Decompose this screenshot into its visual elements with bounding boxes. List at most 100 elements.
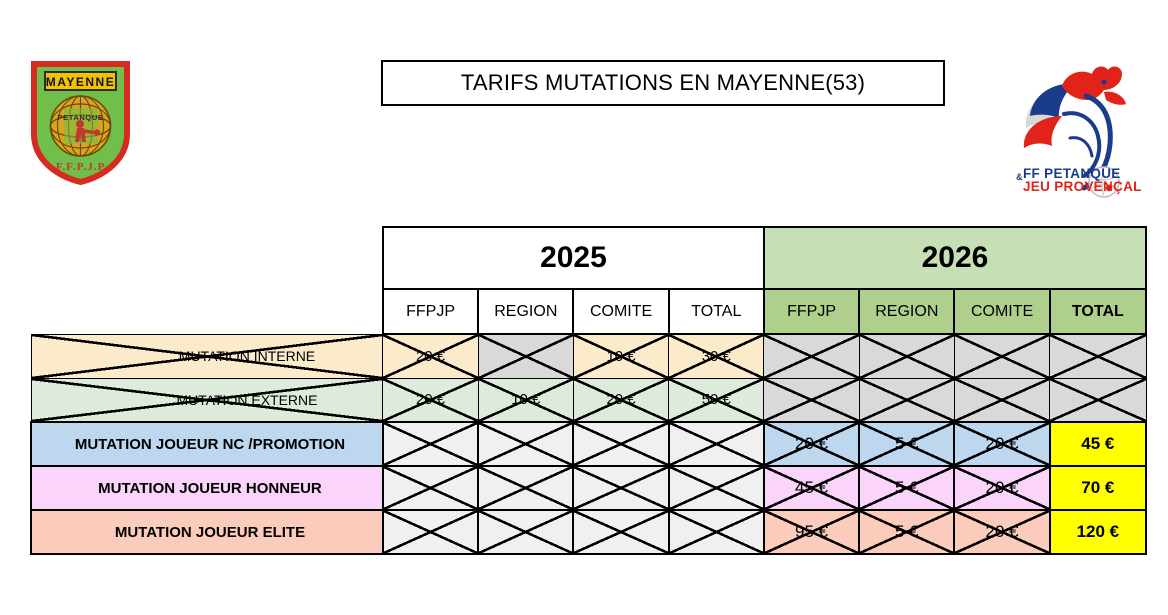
cell-value: 20 € <box>985 522 1019 541</box>
mayenne-shield-svg: MAYENNE PETANQUE F.F.P.J.P <box>31 61 130 186</box>
table-row: MUTATION JOUEUR ELITE 95 € 5 € 20 € 120 € <box>30 509 1148 555</box>
cell-2025-2 <box>572 421 670 467</box>
cell-2025-1 <box>477 333 574 379</box>
cell-value: 70 € <box>1081 478 1115 497</box>
cell-value: 45 € <box>795 478 829 497</box>
cell-2026-0 <box>763 333 860 379</box>
table-head: 2025 2026 FFPJP REGION COMITE TOTAL FFPJ… <box>31 226 1148 335</box>
rooster-head-comb <box>1062 66 1122 100</box>
mayenne-petanque-shield-logo: MAYENNE PETANQUE F.F.P.J.P <box>28 58 133 186</box>
cell-2026-1 <box>858 377 955 423</box>
subheader-2025-region: REGION <box>477 288 575 335</box>
cell-value: 10 € <box>606 347 636 365</box>
cell-2025-total <box>667 465 765 511</box>
row-label-cell: MUTATION JOUEUR NC /PROMOTION <box>30 421 384 467</box>
cell-2025-1 <box>477 421 575 467</box>
cell-2026-0: 45 € <box>762 465 861 511</box>
header-area: MAYENNE PETANQUE F.F.P.J.P TARIFS MUTATI… <box>0 0 1168 215</box>
cell-2026-2 <box>953 333 1051 379</box>
cell-2026-1: 5 € <box>858 509 956 555</box>
cell-2026-total: 120 € <box>1048 509 1148 555</box>
cell-2026-2 <box>953 377 1051 423</box>
rooster-wing-detail <box>1068 136 1094 158</box>
row-label-text: MUTATION EXTERNE <box>176 391 318 408</box>
cell-value: 20 € <box>985 478 1019 497</box>
cell-2025-0: 20 € <box>382 333 479 379</box>
cell-value: 5 € <box>894 478 919 497</box>
cell-2026-0: 95 € <box>762 509 861 555</box>
ffpjp-ampersand: & <box>1016 172 1023 182</box>
cell-2026-total: 45 € <box>1048 421 1148 467</box>
row-label-cell: MUTATION JOUEUR HONNEUR <box>30 465 384 511</box>
subheader-2026-region: REGION <box>858 288 956 335</box>
row-label-cell: MUTATION INTERNE <box>30 333 384 379</box>
cell-2025-2: 20 € <box>572 377 670 423</box>
cell-2025-total: 50 € <box>668 377 765 423</box>
cell-2025-total <box>667 421 765 467</box>
row-label-text: MUTATION JOUEUR ELITE <box>114 523 306 541</box>
cell-value: 5 € <box>894 522 919 541</box>
rooster-eye <box>1101 79 1107 85</box>
cell-2026-0 <box>763 377 860 423</box>
cell-value: 50 € <box>701 391 731 409</box>
cell-value: 120 € <box>1076 522 1120 541</box>
cell-2025-0: 20 € <box>382 377 479 423</box>
cell-2025-1: 10 € <box>477 377 574 423</box>
cell-2025-0 <box>381 465 480 511</box>
table-row: MUTATION EXTERNE 20 € 10 € 20 € 50 € <box>30 377 1147 423</box>
cell-2025-0 <box>381 509 480 555</box>
ffpjp-rooster-svg: & FF PETANQUE JEU PROVENÇAL <box>1016 66 1142 198</box>
subheader-2025-total: TOTAL <box>667 288 765 335</box>
rooster-wing-outline <box>1062 111 1102 178</box>
ffpjp-rooster-logo: & FF PETANQUE JEU PROVENÇAL <box>1008 52 1148 200</box>
header-corner-blank <box>31 227 383 289</box>
cell-value: 5 € <box>894 434 919 453</box>
subheader-2025-comite: COMITE <box>572 288 670 335</box>
petanque-boule <box>1088 166 1120 198</box>
cell-value: 20 € <box>795 434 829 453</box>
cell-2025-total <box>667 509 765 555</box>
tarifs-table: 2025 2026 FFPJP REGION COMITE TOTAL FFPJ… <box>30 226 1148 555</box>
cell-value: 30 € <box>701 347 731 365</box>
rooster-wattle <box>1104 91 1126 105</box>
cell-2026-total <box>1049 377 1147 423</box>
cell-2026-1: 5 € <box>858 465 956 511</box>
cell-2025-2: 10 € <box>572 333 670 379</box>
rooster-blue-swoosh <box>1030 83 1074 118</box>
cell-value: 20 € <box>606 391 636 409</box>
ffpjp-line1: FF PETANQUE <box>1023 166 1121 181</box>
cell-2026-2: 20 € <box>953 509 1051 555</box>
ffpjp-line2: JEU PROVENÇAL <box>1023 179 1142 194</box>
cell-2026-total: 70 € <box>1048 465 1148 511</box>
cell-2025-total: 30 € <box>668 333 765 379</box>
shield-globe-label: PETANQUE <box>58 113 104 122</box>
row-label-text: MUTATION JOUEUR NC /PROMOTION <box>74 435 346 453</box>
cell-value: 20 € <box>985 434 1019 453</box>
subheader-2025-ffpjp: FFPJP <box>381 288 480 335</box>
subheader-2026-ffpjp: FFPJP <box>762 288 861 335</box>
page-title: TARIFS MUTATIONS EN MAYENNE(53) <box>460 70 866 95</box>
row-label-cell: MUTATION JOUEUR ELITE <box>30 509 384 555</box>
cell-2025-2 <box>572 465 670 511</box>
title-box: TARIFS MUTATIONS EN MAYENNE(53) <box>381 60 945 106</box>
year-header-2026: 2026 <box>762 226 1148 290</box>
cell-value: 20 € <box>415 391 446 409</box>
petanque-player-figure <box>75 120 101 142</box>
table-row: MUTATION INTERNE 20 € 10 € 30 € <box>30 333 1147 379</box>
subheader-2026-comite: COMITE <box>953 288 1051 335</box>
shield-banner-label: MAYENNE <box>46 75 115 89</box>
cell-2025-0 <box>381 421 480 467</box>
cell-value: 95 € <box>795 522 829 541</box>
cell-value: 10 € <box>511 391 541 409</box>
table-row: MUTATION JOUEUR HONNEUR 45 € 5 € 20 € 70 € <box>30 465 1148 511</box>
table-sub-header-row: FFPJP REGION COMITE TOTAL FFPJP REGION C… <box>31 288 1148 335</box>
cell-2026-1: 5 € <box>858 421 956 467</box>
cell-2026-0: 20 € <box>762 421 861 467</box>
cell-2026-total <box>1049 333 1147 379</box>
table-row: MUTATION JOUEUR NC /PROMOTION 20 € 5 € 20 €… <box>30 421 1148 467</box>
cell-2026-2: 20 € <box>953 465 1051 511</box>
row-label-text: MUTATION INTERNE <box>178 348 316 364</box>
cell-value: 45 € <box>1081 434 1115 453</box>
cell-2026-1 <box>858 333 955 379</box>
cell-2025-2 <box>572 509 670 555</box>
